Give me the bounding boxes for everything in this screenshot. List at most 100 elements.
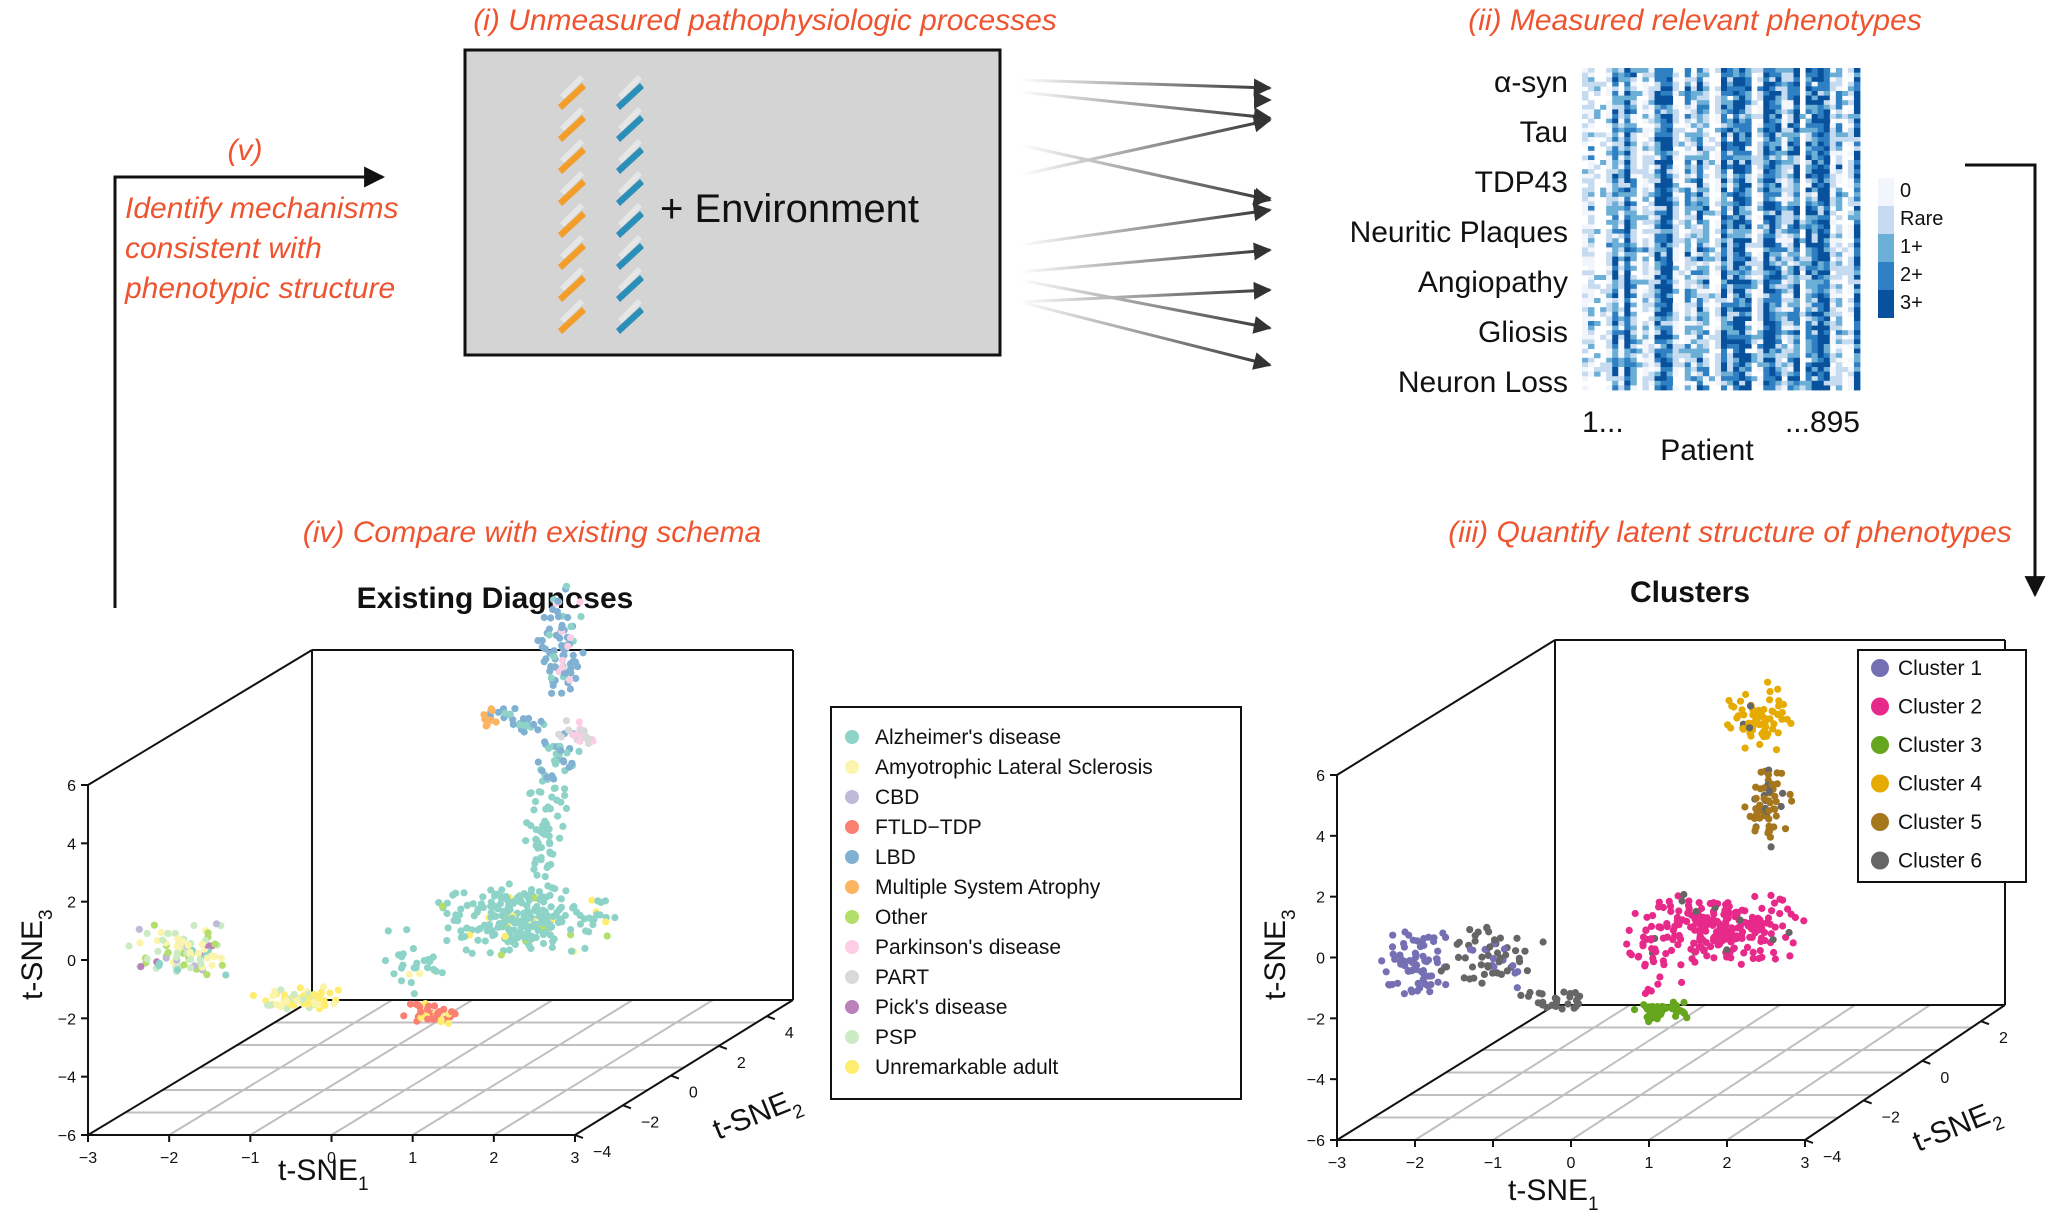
- heatmap-cell: [1642, 146, 1649, 152]
- data-point: [1526, 988, 1534, 997]
- heatmap-cell: [1847, 275, 1855, 280]
- data-point: [405, 970, 413, 979]
- heatmap-cell: [1781, 224, 1788, 230]
- heatmap-cell: [1757, 256, 1764, 262]
- heatmap-cell: [1654, 201, 1661, 207]
- heatmap-cell: [1727, 302, 1734, 308]
- heatmap-cell: [1618, 91, 1625, 96]
- heatmap-cell: [1690, 353, 1698, 359]
- heatmap-cell: [1739, 302, 1746, 308]
- heatmap-cell: [1588, 229, 1595, 234]
- heatmap-cell: [1672, 339, 1680, 345]
- data-point: [1627, 951, 1635, 959]
- heatmap-cell: [1787, 146, 1794, 152]
- dna-strand: [616, 243, 644, 270]
- heatmap-cell: [1690, 91, 1698, 96]
- heatmap-cell: [1805, 316, 1813, 322]
- heatmap-cell: [1660, 77, 1668, 83]
- heatmap-cell: [1757, 95, 1764, 101]
- heatmap-cell: [1721, 385, 1728, 391]
- heatmap-cell: [1714, 201, 1722, 207]
- heatmap-cell: [1823, 247, 1831, 253]
- data-point: [430, 1002, 439, 1010]
- heatmap-cell: [1642, 187, 1649, 193]
- heatmap-cell: [1757, 141, 1764, 147]
- heatmap-cell: [1654, 215, 1661, 221]
- heatmap-cell: [1684, 321, 1692, 326]
- heatmap-cell: [1775, 367, 1782, 372]
- heatmap-cell: [1811, 344, 1819, 349]
- heatmap-cell: [1739, 146, 1746, 152]
- data-point: [1779, 922, 1787, 930]
- heatmap-cell: [1829, 146, 1837, 152]
- data-point: [1655, 903, 1663, 911]
- heatmap-cell: [1781, 81, 1788, 87]
- data-point: [1733, 908, 1741, 916]
- heatmap-cell: [1642, 298, 1649, 303]
- heatmap-cell: [1805, 353, 1813, 359]
- heatmap-cell: [1817, 247, 1825, 253]
- heatmap-cell: [1660, 275, 1668, 280]
- heatmap-cell: [1835, 279, 1843, 285]
- heatmap-cell: [1618, 95, 1625, 101]
- heatmap-cell: [1817, 339, 1825, 345]
- heatmap-cell: [1817, 307, 1825, 313]
- heatmap-cell: [1835, 137, 1843, 142]
- heatmap-cell: [1721, 206, 1728, 211]
- heatmap-cell: [1630, 325, 1637, 331]
- heatmap-cell: [1841, 367, 1849, 372]
- heatmap-cell: [1793, 261, 1800, 267]
- heatmap-cell: [1811, 160, 1819, 165]
- heatmap-cell: [1781, 146, 1788, 152]
- heatmap-cell: [1714, 367, 1722, 372]
- heatmap-cell: [1612, 137, 1619, 142]
- heatmap-cell: [1582, 357, 1589, 363]
- x-tick-label: −2: [160, 1150, 178, 1167]
- data-point: [539, 939, 548, 948]
- heatmap-cell: [1672, 137, 1680, 142]
- scale-swatch-0: [1878, 178, 1894, 206]
- heatmap-cell: [1781, 279, 1788, 285]
- heatmap-cell: [1612, 150, 1619, 156]
- heatmap-cell: [1745, 284, 1752, 290]
- heatmap-cell: [1745, 252, 1752, 257]
- data-point: [1740, 711, 1748, 719]
- data-point: [541, 830, 549, 839]
- data-point: [1767, 891, 1775, 900]
- heatmap-cell: [1624, 109, 1631, 115]
- heatmap-cell: [1702, 155, 1710, 161]
- heatmap-cell: [1823, 137, 1831, 142]
- heatmap-cell: [1853, 141, 1861, 147]
- data-point: [1378, 957, 1386, 965]
- dna-strand-back: [618, 139, 642, 163]
- heatmap-cell: [1714, 256, 1722, 262]
- heatmap-cell: [1733, 81, 1740, 87]
- heatmap-cell: [1805, 114, 1813, 119]
- heatmap-cell: [1793, 252, 1800, 257]
- heatmap-cell: [1805, 357, 1813, 363]
- heatmap-cell: [1853, 252, 1861, 257]
- heatmap-cell: [1793, 371, 1800, 377]
- data-point: [561, 791, 569, 800]
- data-point: [1765, 797, 1773, 805]
- heatmap-cell: [1769, 183, 1776, 188]
- dna-strand-back: [618, 235, 642, 259]
- heatmap-cell: [1823, 367, 1831, 372]
- data-point: [198, 940, 206, 948]
- heatmap-cell: [1582, 293, 1589, 299]
- legend-swatch: [1871, 774, 1889, 793]
- heatmap-cell: [1727, 371, 1734, 377]
- heatmap-cell: [1745, 155, 1752, 161]
- heatmap-cell: [1745, 307, 1752, 313]
- heatmap-cell: [1811, 132, 1819, 138]
- heatmap-cell: [1817, 279, 1825, 285]
- heatmap-cell: [1648, 238, 1655, 244]
- heatmap-cell: [1829, 81, 1837, 87]
- heatmap-cell: [1853, 123, 1861, 129]
- heatmap-cell: [1817, 219, 1825, 225]
- heatmap-cell: [1763, 86, 1770, 92]
- heatmap-cell: [1733, 229, 1740, 234]
- heatmap-cell: [1612, 252, 1619, 257]
- data-point: [1420, 935, 1428, 943]
- heatmap-cell: [1666, 210, 1674, 216]
